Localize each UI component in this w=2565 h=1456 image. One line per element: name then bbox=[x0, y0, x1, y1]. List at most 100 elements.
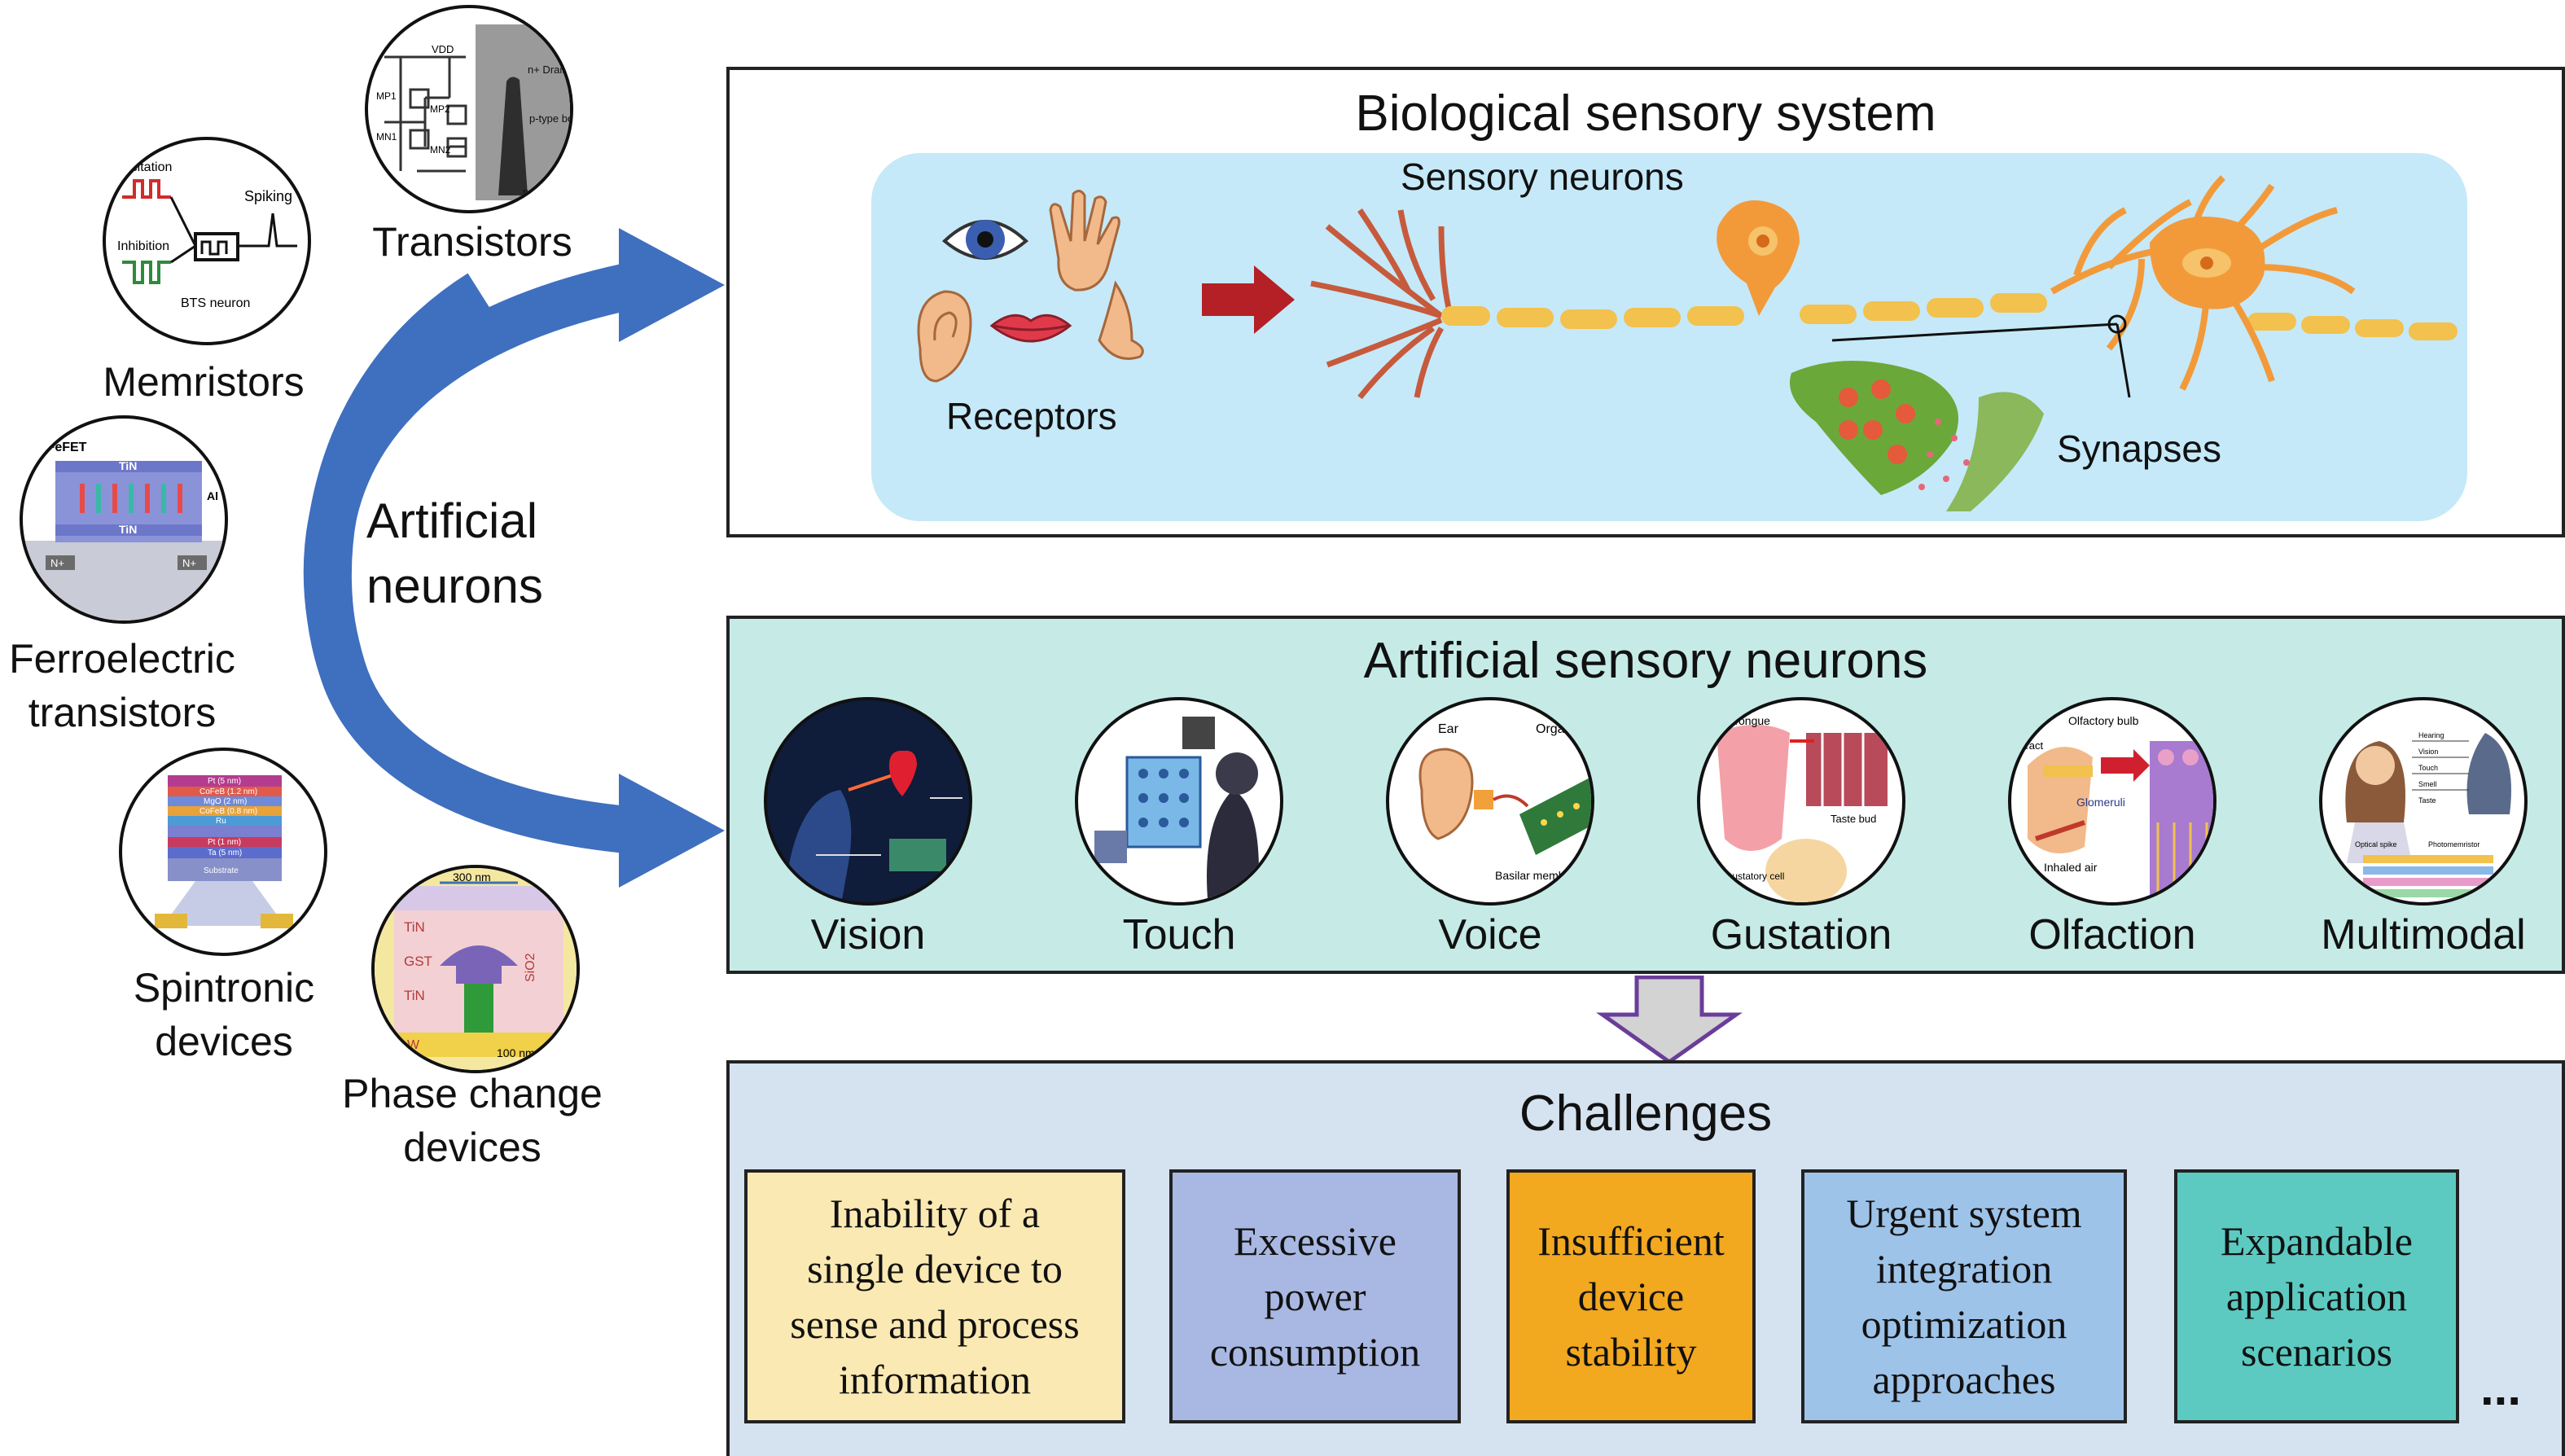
challenges-panel-title: Challenges bbox=[1519, 1085, 1773, 1142]
neuron-2-dendrites bbox=[2050, 175, 2356, 391]
vision-label: Vision bbox=[810, 911, 926, 958]
svg-text:GST: GST bbox=[404, 954, 432, 969]
touch-inset bbox=[1075, 697, 1283, 906]
sensory-neuron-dendrites bbox=[1310, 208, 1453, 400]
synapses-label: Synapses bbox=[2057, 428, 2222, 470]
svg-text:Tract: Tract bbox=[2019, 739, 2044, 752]
lips-icon bbox=[989, 314, 1072, 343]
svg-text:Glomeruli: Glomeruli bbox=[2076, 796, 2125, 809]
eye-icon bbox=[942, 220, 1028, 260]
svg-text:Vision: Vision bbox=[2418, 748, 2438, 756]
voice-label: Voice bbox=[1438, 911, 1542, 958]
svg-text:N+: N+ bbox=[50, 557, 64, 569]
spintronic-label: Spintronic devices bbox=[133, 965, 315, 1064]
memristors-label: Memristors bbox=[103, 359, 305, 405]
svg-text:Olfactory bulb: Olfactory bulb bbox=[2068, 714, 2139, 727]
biological-panel: Biological sensory system bbox=[726, 67, 2565, 537]
spintronic-inset: Pt (5 nm) CoFeB (1.2 nm) MgO (2 nm) CoFe… bbox=[119, 748, 327, 956]
vdd-label: VDD bbox=[432, 43, 454, 55]
phase-change-label: Phase change devices bbox=[342, 1071, 603, 1170]
ear-icon bbox=[917, 290, 972, 383]
svg-text:MN1: MN1 bbox=[376, 131, 397, 143]
svg-text:Basilar membrane: Basilar membrane bbox=[1495, 869, 1588, 882]
svg-text:Inhibition: Inhibition bbox=[117, 239, 169, 253]
svg-text:CoFeB (0.8 nm): CoFeB (0.8 nm) bbox=[200, 807, 257, 816]
svg-text:MP2: MP2 bbox=[430, 103, 450, 115]
hand-icon bbox=[1049, 190, 1120, 292]
svg-text:MP1: MP1 bbox=[376, 90, 397, 102]
transistors-label: Transistors bbox=[372, 219, 572, 265]
svg-text:Taste: Taste bbox=[2418, 796, 2436, 805]
sensory-cell-body bbox=[1717, 200, 1800, 316]
nose-icon bbox=[1098, 280, 1144, 360]
svg-text:Spiking: Spiking bbox=[244, 188, 292, 204]
svg-text:TiN: TiN bbox=[404, 919, 425, 935]
axon-segments bbox=[1441, 293, 2458, 340]
svg-text:Gustatory cell: Gustatory cell bbox=[1725, 871, 1784, 882]
gustation-inset: Tongue Taste bud Gustatory cell bbox=[1697, 697, 1905, 906]
svg-text:Ta (5 nm): Ta (5 nm) bbox=[208, 849, 242, 857]
transistor-inset: VDD MP1 MP2 MN1 MN2 n+ Drain p-type body… bbox=[365, 5, 573, 213]
svg-text:Smell: Smell bbox=[2418, 780, 2437, 788]
svg-text:N+: N+ bbox=[182, 557, 196, 569]
artificial-panel: Artificial sensory neurons Vision Touch bbox=[726, 616, 2565, 974]
svg-text:Touch: Touch bbox=[2418, 764, 2438, 772]
sensory-neurons-label: Sensory neurons bbox=[1401, 156, 1684, 198]
receptor-arrow bbox=[1202, 265, 1295, 334]
multimodal-label: Multimodal bbox=[2321, 911, 2526, 958]
svg-text:p-type body: p-type body bbox=[529, 112, 573, 125]
svg-text:MgO (2 nm): MgO (2 nm) bbox=[204, 797, 247, 806]
svg-text:Photomemristor: Photomemristor bbox=[2428, 840, 2480, 849]
svg-text:SiO2: SiO2 bbox=[524, 953, 537, 982]
svg-text:Tongue: Tongue bbox=[1733, 714, 1770, 727]
olfaction-label: Olfaction bbox=[2028, 911, 2196, 958]
arrow-head-bottom bbox=[619, 774, 725, 888]
artificial-panel-title: Artificial sensory neurons bbox=[1363, 633, 1928, 689]
svg-text:BTS neuron: BTS neuron bbox=[181, 296, 250, 310]
svg-text:Pt (1 nm): Pt (1 nm) bbox=[208, 838, 241, 847]
biological-illustration: Sensory neurons Receptors Synapses bbox=[871, 153, 2467, 521]
svg-text:Pt (5 nm): Pt (5 nm) bbox=[208, 777, 241, 786]
neuron-2-cell-body bbox=[2150, 217, 2265, 309]
svg-text:Ear: Ear bbox=[1438, 722, 1459, 736]
artificial-neurons-label: Artificial neurons bbox=[366, 493, 543, 613]
biological-panel-title: Biological sensory system bbox=[1355, 86, 1936, 142]
synapse-illustration bbox=[1790, 361, 2044, 511]
challenge-single-device: Inability of a single device to sense an… bbox=[744, 1169, 1125, 1423]
svg-text:n+ Drain: n+ Drain bbox=[528, 64, 568, 76]
challenge-integration: Urgent system integration optimization a… bbox=[1801, 1169, 2127, 1423]
svg-text:Al: Al bbox=[207, 489, 218, 502]
multimodal-inset: Hearing Vision Touch Smell Taste Optical… bbox=[2319, 697, 2528, 906]
vision-inset bbox=[764, 697, 972, 906]
memristor-inset: Excitation Inhibition Spiking BTS neuron bbox=[103, 137, 311, 345]
svg-text:300 nm: 300 nm bbox=[453, 871, 491, 884]
svg-text:Optical spike: Optical spike bbox=[2355, 840, 2397, 849]
svg-text:CoFeB (1.2 nm): CoFeB (1.2 nm) bbox=[200, 787, 257, 796]
challenge-stability: Insufficient device stability bbox=[1506, 1169, 1756, 1423]
more-ellipsis: ... bbox=[2480, 1361, 2522, 1415]
challenge-power: Excessive power consumption bbox=[1169, 1169, 1461, 1423]
svg-text:Taste bud: Taste bud bbox=[1831, 813, 1876, 825]
ferroelectric-label: Ferroelectric transistors bbox=[9, 636, 235, 735]
svg-text:TiN: TiN bbox=[119, 523, 137, 536]
svg-text:MN2: MN2 bbox=[430, 144, 451, 156]
olfaction-inset: Olfactory bulb Tract Glomeruli Inhaled a… bbox=[2008, 697, 2216, 906]
challenges-panel: Challenges Inability of a single device … bbox=[726, 1060, 2565, 1456]
svg-text:Inhaled air: Inhaled air bbox=[2044, 861, 2098, 874]
svg-text:TiN: TiN bbox=[404, 988, 425, 1003]
svg-text:TiN: TiN bbox=[119, 459, 137, 472]
down-arrow bbox=[1596, 976, 1743, 1065]
arrow-head-top bbox=[619, 228, 725, 342]
phase-change-inset: 300 nm TiN GST TiN W SiO2 100 nm bbox=[371, 865, 580, 1073]
svg-text:Organ: Organ bbox=[1536, 722, 1572, 736]
touch-label: Touch bbox=[1122, 911, 1236, 958]
receptors-label: Receptors bbox=[946, 395, 1117, 437]
challenge-applications: Expandable application scenarios bbox=[2174, 1169, 2459, 1423]
gustation-label: Gustation bbox=[1710, 911, 1892, 958]
svg-text:100 nm: 100 nm bbox=[497, 1046, 535, 1059]
svg-text:Ru: Ru bbox=[216, 817, 226, 826]
svg-text:Hearing: Hearing bbox=[2418, 731, 2444, 739]
voice-inset: Ear Organ Basilar membrane bbox=[1386, 697, 1594, 906]
svg-text:Substrate: Substrate bbox=[204, 866, 239, 875]
